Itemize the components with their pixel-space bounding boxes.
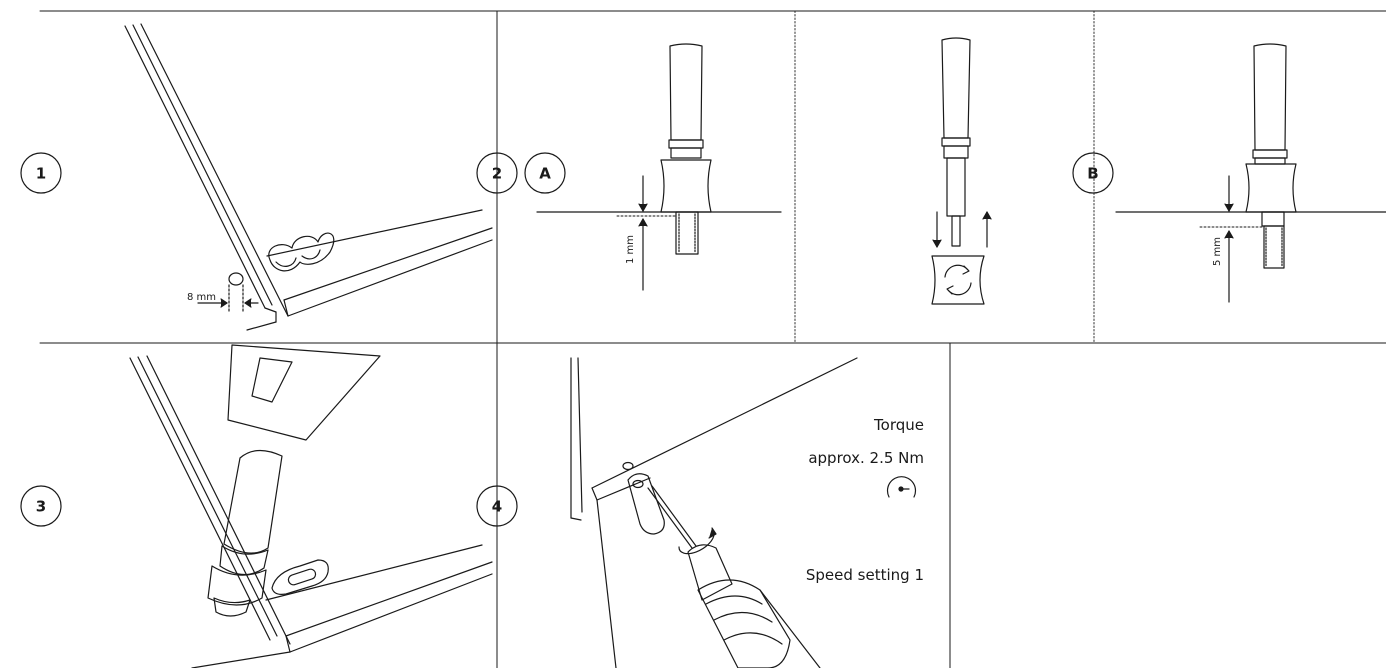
torque-label: Torque — [874, 416, 924, 434]
panel-2a-fitting-tool — [536, 43, 782, 255]
panel-3-hammer — [207, 344, 381, 617]
panel-4-drill — [647, 485, 821, 668]
step-badge-2: 2 — [476, 152, 518, 194]
depth-b-label: 5 mm — [1212, 237, 1223, 266]
step-number-4: 4 — [492, 498, 502, 516]
step-number-3: 3 — [36, 498, 46, 516]
panel-2-adjustment-tool — [931, 37, 992, 305]
panel-grid — [39, 10, 1386, 668]
variant-badge-b: B — [1072, 152, 1114, 194]
variant-letter-b: B — [1087, 165, 1098, 183]
torque-value: approx. 2.5 Nm — [808, 449, 924, 467]
hole-spacing-label: 8 mm — [187, 292, 216, 303]
panel-3-board-illustration — [129, 355, 493, 668]
panel-2b-fitting-tool — [1115, 43, 1386, 269]
step-badge-4: 4 — [476, 485, 518, 527]
step-number-1: 1 — [36, 165, 46, 183]
speed-setting: Speed setting 1 — [805, 566, 924, 584]
step-number-2: 2 — [492, 165, 502, 183]
panel-1-spacing-dimension: 8 mm — [187, 272, 259, 313]
panel-1-board-illustration — [124, 23, 493, 331]
depth-a-label: 1 mm — [625, 235, 636, 264]
variant-badge-a: A — [524, 152, 566, 194]
panel-2b-depth-dimension: 5 mm — [1199, 175, 1263, 303]
panel-4-board-illustration — [570, 357, 858, 668]
variant-letter-a: A — [539, 165, 551, 183]
rotate-icon — [944, 264, 972, 296]
torque-gauge-icon — [886, 476, 917, 498]
step-badge-1: 1 — [20, 152, 62, 194]
step-badge-3: 3 — [20, 485, 62, 527]
panel-2a-depth-dimension: 1 mm — [616, 175, 677, 291]
